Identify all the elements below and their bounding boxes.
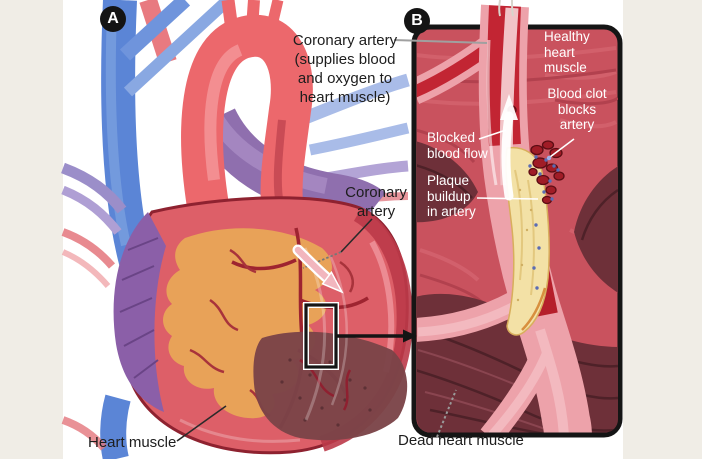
label-blood-clot: Blood clot blocks artery: [547, 86, 607, 132]
leader-coronary-supplies: [393, 39, 488, 44]
vessel-fade-lines: [498, 0, 514, 17]
inset-artery: [417, 4, 592, 433]
coronary-flow-arrow: [292, 244, 344, 294]
blood-clot: [507, 105, 565, 205]
leader-blood-clot: [549, 138, 575, 158]
clot-specks: [528, 155, 560, 290]
leader-blocked-flow: [478, 129, 507, 140]
leader-plaque: [476, 197, 539, 200]
label-coronary-artery-supplies: Coronary artery (supplies blood and oxyg…: [292, 32, 398, 106]
annotations: [176, 39, 575, 442]
label-blocked-blood-flow: Blocked blood flow: [427, 130, 488, 161]
label-plaque-buildup: Plaque buildup in artery: [427, 173, 476, 219]
leader-coronary: [340, 218, 373, 253]
panel-a-badge: A: [100, 6, 126, 32]
label-heart-muscle: Heart muscle: [88, 434, 177, 451]
great-vessels: [61, 0, 410, 459]
roi-rectangle: [304, 303, 338, 369]
label-dead-heart-muscle: Dead heart muscle: [398, 432, 524, 449]
label-coronary-artery: Coronary artery: [345, 184, 407, 220]
panel-b-inset: [411, 4, 623, 438]
leader-heart-muscle: [176, 405, 227, 442]
blood-flow-arrow: [500, 94, 518, 201]
label-healthy-heart-muscle: Healthy heart muscle: [544, 29, 590, 75]
leader-dead-muscle: [436, 389, 457, 438]
panel-b-badge: B: [404, 8, 430, 34]
dead-muscle-patch: [253, 331, 408, 441]
heart-illustration: [113, 196, 413, 455]
